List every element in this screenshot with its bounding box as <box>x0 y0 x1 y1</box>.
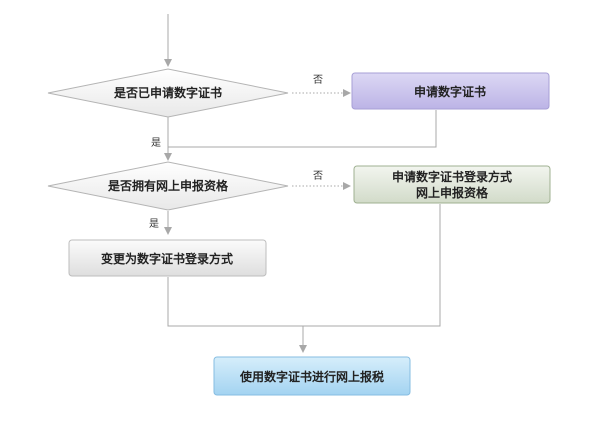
edge-label-no-2: 否 <box>313 170 323 182</box>
decision-has-qualification-label: 是否拥有网上申报资格 <box>107 178 229 193</box>
change-login-label: 变更为数字证书登录方式 <box>101 251 233 266</box>
decision-has-qualification: 是否拥有网上申报资格 <box>47 161 289 211</box>
edge-label-yes-1: 是 <box>151 137 161 149</box>
change-login-shape <box>68 239 267 277</box>
apply-cert-box: 申请数字证书 <box>351 72 550 110</box>
apply-login-box: 申请数字证书登录方式 网上申报资格 <box>353 165 551 204</box>
decision-has-cert: 是否已申请数字证书 <box>47 68 289 118</box>
use-cert-label: 使用数字证书进行网上报税 <box>239 369 384 384</box>
apply-login-label-line2: 网上申报资格 <box>416 185 489 200</box>
connectors <box>164 14 441 353</box>
decision-has-cert-label: 是否已申请数字证书 <box>113 85 222 100</box>
decision-has-qualification-shape <box>47 161 289 211</box>
apply-cert-label: 申请数字证书 <box>414 84 486 99</box>
apply-login-label-line1: 申请数字证书登录方式 <box>392 169 512 184</box>
use-cert-box: 使用数字证书进行网上报税 <box>213 356 411 396</box>
apply-cert-shape <box>351 72 550 110</box>
edge-apply-login-to-merge <box>303 204 441 327</box>
change-login-box: 变更为数字证书登录方式 <box>68 239 267 277</box>
apply-login-shape <box>353 165 551 204</box>
edge-change-login-to-merge <box>167 277 303 327</box>
decision-has-cert-shape <box>47 68 289 118</box>
edge-label-no-1: 否 <box>313 74 323 86</box>
use-cert-shape <box>213 356 411 396</box>
edge-apply-cert-return <box>168 110 437 148</box>
edge-label-yes-2: 是 <box>149 218 159 230</box>
